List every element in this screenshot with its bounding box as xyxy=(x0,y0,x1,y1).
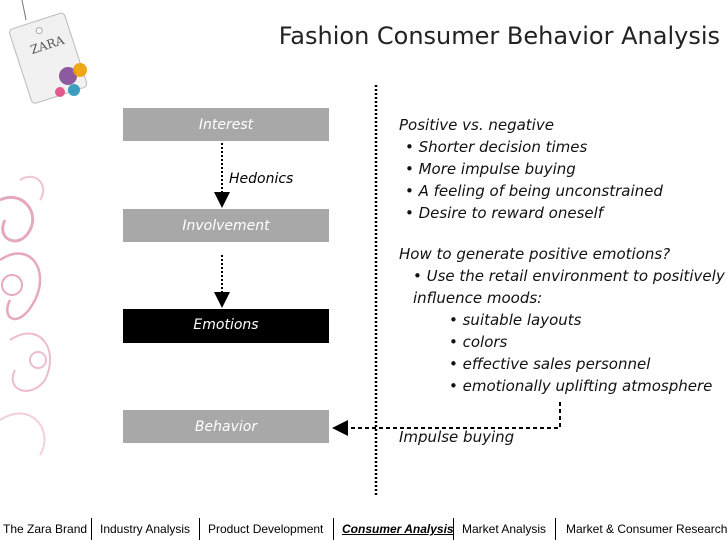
nested-bullet-item: • suitable layouts xyxy=(399,309,725,331)
right-text-block-1: Positive vs. negative • Shorter decision… xyxy=(399,114,663,224)
footer-separator xyxy=(91,518,92,540)
positive-emotions-heading: How to generate positive emotions? xyxy=(399,243,725,265)
arrow-impulse-behavior xyxy=(340,402,560,428)
positive-vs-negative-heading: Positive vs. negative xyxy=(399,114,663,136)
impulse-buying-label: Impulse buying xyxy=(399,426,514,448)
sub-bullet-line-2: influence moods: xyxy=(399,287,725,309)
footer-tab-market-consumer-research[interactable]: Market & Consumer Research xyxy=(566,522,727,536)
footer-separator xyxy=(453,518,454,540)
footer-tab-zara-brand[interactable]: The Zara Brand xyxy=(3,522,87,536)
footer-nav: The Zara Brand Industry Analysis Product… xyxy=(0,518,728,542)
bullet-item: • Desire to reward oneself xyxy=(399,202,663,224)
footer-separator xyxy=(555,518,556,540)
bullet-item: • More impulse buying xyxy=(399,158,663,180)
nested-bullet-item: • emotionally uplifting atmosphere xyxy=(399,375,725,397)
sub-bullet-line-1: • Use the retail environment to positive… xyxy=(399,265,725,287)
footer-tab-product-development[interactable]: Product Development xyxy=(208,522,323,536)
bullet-item: • Shorter decision times xyxy=(399,136,663,158)
nested-bullet-item: • effective sales personnel xyxy=(399,353,725,375)
footer-separator xyxy=(333,518,334,540)
right-text-block-2: How to generate positive emotions? • Use… xyxy=(399,243,725,397)
footer-separator xyxy=(199,518,200,540)
nested-bullet-item: • colors xyxy=(399,331,725,353)
footer-tab-consumer-analysis[interactable]: Consumer Analysis xyxy=(342,522,454,536)
bullet-item: • A feeling of being unconstrained xyxy=(399,180,663,202)
footer-tab-market-analysis[interactable]: Market Analysis xyxy=(462,522,546,536)
footer-tab-industry-analysis[interactable]: Industry Analysis xyxy=(100,522,190,536)
